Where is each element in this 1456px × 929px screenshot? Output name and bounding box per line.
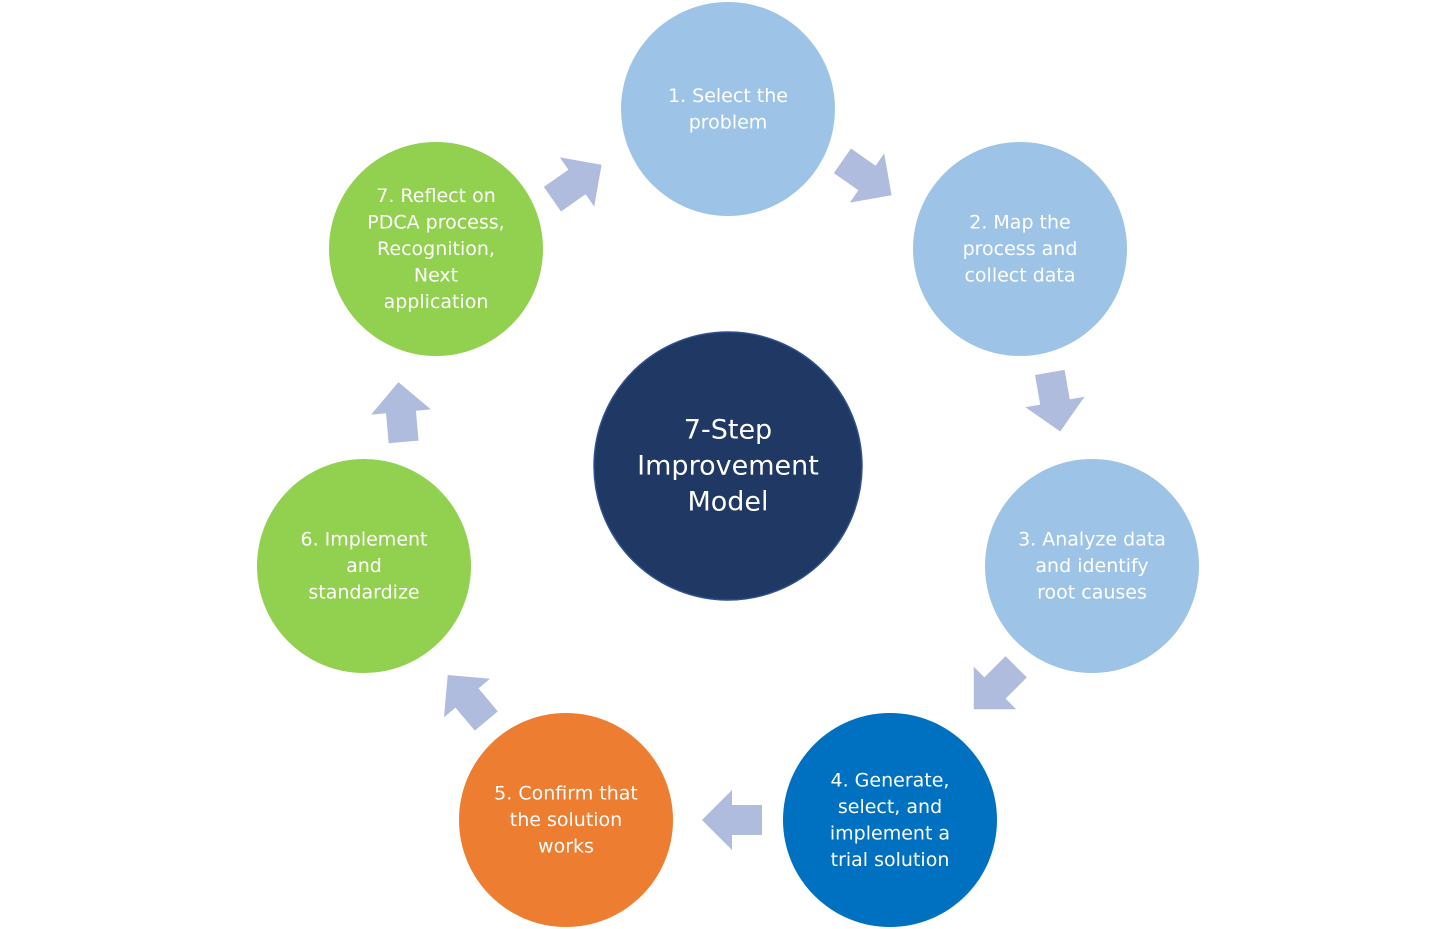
step-7-label-line: Recognition, [377,238,495,260]
step-node-5: 5. Confirm that the solution works [459,713,673,927]
step-node-4: 4. Generate, select, and implement a trial … [783,713,997,927]
step-3-label-line: and identify [1035,555,1148,577]
cycle-arrow-6 [444,675,498,731]
step-3-label-line: root causes [1037,582,1147,604]
step-4-label-line: select, and [838,796,942,818]
step-circle-4 [783,713,997,927]
step-4-label-line: 4. Generate, [831,769,950,791]
cycle-arrow-4 [973,656,1027,710]
cycle-arrows [371,148,1085,850]
step-5-label-line: works [538,836,594,858]
step-6-label-line: and [346,555,382,577]
step-node-6: 6. Implement and standardize [257,459,471,673]
step-7-label-line: 7. Reflect on [376,185,495,207]
step-node-2: 2. Map the process and collect data [913,142,1127,356]
step-circle-1 [621,2,835,216]
step-circle-5 [459,713,673,927]
step-2-label-line: collect data [964,265,1075,287]
step-2-label-line: 2. Map the [969,212,1071,234]
cycle-arrow-2 [833,148,892,203]
step-circle-2 [913,142,1127,356]
step-5-label-line: the solution [510,809,622,831]
center-title-line: 7-Step [684,415,772,446]
cycle-arrow-7 [371,382,431,444]
step-3-label-line: 3. Analyze data [1018,529,1166,551]
step-7-label-line: Next [414,265,458,287]
cycle-arrow-5 [702,790,762,850]
step-circle-6 [257,459,471,673]
step-1-label-line: problem [689,111,768,133]
step-node-1: 1. Select the problem [621,2,835,216]
step-6-label-line: 6. Implement [301,529,428,551]
step-7-label-line: PDCA process, [367,212,504,234]
cycle-arrow-3 [1025,369,1085,432]
center-title-line: Improvement [637,451,819,482]
cycle-arrow-1 [543,157,602,212]
step-4-label-line: trial solution [831,849,950,871]
step-node-7: 7. Reflect on PDCA process, Recognition, Ne… [329,142,543,356]
step-5-label-line: 5. Confirm that [494,783,638,805]
center-circle [593,331,863,601]
step-nodes: 1. Select the problem 2. Map the process an… [257,2,1199,927]
step-2-label-line: process and [963,238,1078,260]
step-4-label-line: implement a [830,822,950,844]
center-title-line: Model [687,487,768,518]
step-6-label-line: standardize [308,582,419,604]
step-circle-7 [329,142,543,356]
step-1-label-line: 1. Select the [668,85,788,107]
step-circle-3 [985,459,1199,673]
step-node-3: 3. Analyze data and identify root causes [985,459,1199,673]
step-7-label-line: application [384,291,489,313]
